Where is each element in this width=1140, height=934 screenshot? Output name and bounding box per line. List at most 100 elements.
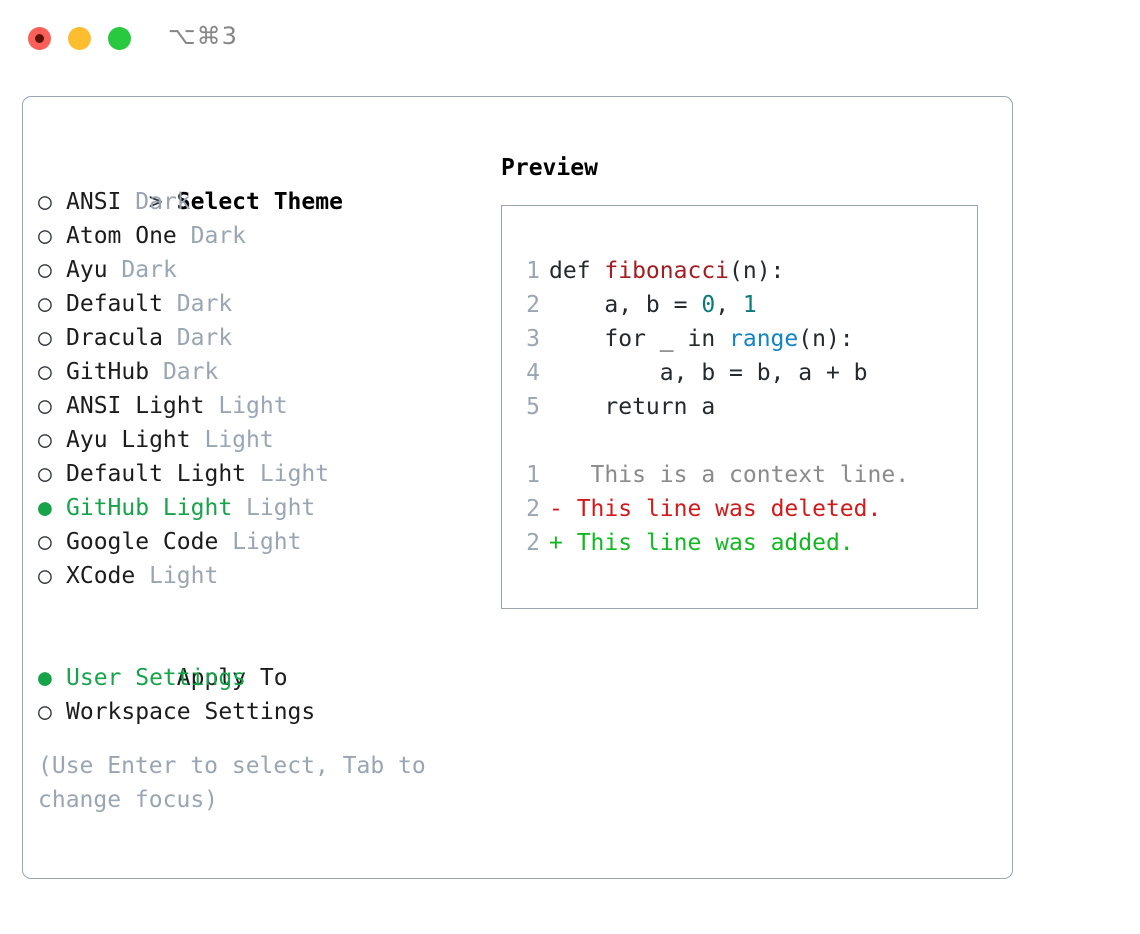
line-number: 2 [526,530,540,556]
code-blank-line [514,424,909,458]
theme-variant-tag: Dark [190,223,247,249]
theme-name-label: ANSI [66,189,122,215]
code-token: fibonacci [604,258,730,284]
code-token: 0 [701,292,716,318]
radio-unselected-icon: ○ [38,291,52,317]
theme-variant-tag: Dark [176,291,233,317]
theme-list: ○ ANSI Dark ○ Atom One Dark ○ Ayu Dark ○ Defaul… [38,185,478,593]
theme-variant-tag: Light [204,427,274,453]
apply-to-item[interactable]: ○Workspace Settings [38,695,478,729]
code-token: def [549,258,605,284]
diff-line: 2 + This line was added. [514,526,909,560]
diff-text: This line was deleted. [562,496,882,522]
theme-name-label: Default Light [66,461,247,487]
theme-list-item[interactable]: ○Ayu Light Light [38,423,478,457]
radio-unselected-icon: ○ [38,393,52,419]
line-number: 5 [526,394,540,420]
theme-list-item[interactable]: ○ GitHub Dark [38,355,478,389]
list-spacer [38,593,478,627]
line-number: 2 [526,496,540,522]
code-line: 3 for _ in range(n): [514,322,909,356]
radio-unselected-icon: ○ [38,563,52,589]
diff-line: 1 This is a context line. [514,458,909,492]
line-number: 2 [526,292,540,318]
theme-list-item[interactable]: ○Dracula Dark [38,321,478,355]
apply-to-heading: Apply To [38,627,478,691]
theme-variant-tag: Light [246,495,316,521]
radio-unselected-icon: ○ [38,257,52,283]
apply-to-item[interactable]: ● User Settings [38,661,478,695]
theme-name-label: Dracula [66,325,163,351]
apply-to-label: User Settings [66,665,247,691]
theme-variant-tag: Light [149,563,219,589]
diff-line: 2- This line was deleted. [514,492,909,526]
theme-name-label: XCode [66,563,136,589]
diff-marker: - [549,496,563,522]
select-theme-heading-label: Select Theme [176,189,343,215]
apply-to-heading-label: Apply To [176,665,288,691]
keyboard-hint-text: (Use Enter to select, Tab to change focu… [38,753,426,813]
theme-list-item[interactable]: ○ Default Dark [38,287,478,321]
theme-variant-tag: Light [259,461,330,487]
theme-name-label: GitHub Light [66,495,233,521]
radio-unselected-icon: ○ [38,189,52,215]
code-line: 5 return a [514,390,909,424]
diff-text: This line was added. [562,530,854,556]
theme-name-label: GitHub [66,359,150,385]
line-number: 1 [526,258,540,284]
minimize-button[interactable] [68,27,91,50]
theme-picker-panel: >Select Theme ○ANSI Dark○Atom One Dark○A… [22,96,1013,879]
code-token: (n): [798,326,854,352]
theme-list-item[interactable]: ○ Google Code Light [38,525,478,559]
theme-name-label: ANSI Light [66,393,205,419]
zoom-button[interactable] [108,27,131,50]
radio-unselected-icon: ○ [38,461,52,487]
theme-variant-tag: Light [232,529,302,555]
radio-selected-icon: ● [38,665,52,691]
theme-list-item[interactable]: ○ ANSI Light Light [38,389,478,423]
code-token: (n): [729,258,785,284]
line-number: 4 [526,360,540,386]
theme-list-item[interactable]: ○ Atom One Dark [38,219,478,253]
theme-name-label: Google Code [66,529,219,555]
theme-variant-tag: Dark [162,359,219,385]
line-number: 1 [526,462,540,488]
theme-name-label: Ayu [66,257,108,283]
theme-name-label: Ayu Light [66,427,191,453]
theme-name-label: Atom One [66,223,177,249]
code-line: 2 a, b = 0, 1 [514,288,909,322]
apply-to-list: ● User Settings ○Workspace Settings [38,661,478,729]
theme-list-item[interactable]: ● GitHub Light Light [38,491,478,525]
code-token: a, b = b, a + b [549,360,868,386]
theme-name-label: Default [66,291,163,317]
radio-unselected-icon: ○ [38,529,52,555]
code-token: 1 [742,292,757,318]
theme-list-item[interactable]: ○ANSI Dark [38,185,478,219]
radio-unselected-icon: ○ [38,699,52,725]
prompt-caret-icon: > [148,189,163,215]
diff-marker: + [549,530,563,556]
preview-heading: Preview [501,155,598,181]
code-token: return a [549,394,716,420]
close-button[interactable] [28,27,51,50]
theme-list-item[interactable]: ○ Ayu Dark [38,253,478,287]
theme-list-item[interactable]: ○ XCode Light [38,559,478,593]
radio-unselected-icon: ○ [38,359,52,385]
diff-marker [549,462,563,488]
code-line: 4 a, b = b, a + b [514,356,909,390]
select-theme-heading: > Select Theme [38,151,478,215]
theme-variant-tag: Light [218,393,288,419]
radio-unselected-icon: ○ [38,325,52,351]
theme-list-item[interactable]: ○ Default Light Light [38,457,478,491]
code-token: a, b = [549,292,702,318]
code-line: 1 def fibonacci(n): [514,254,909,288]
code-token: range [729,326,799,352]
radio-unselected-icon: ○ [38,223,52,249]
radio-selected-icon: ● [38,495,52,521]
theme-selection-column: >Select Theme ○ANSI Dark○Atom One Dark○A… [38,151,478,817]
theme-variant-tag: Dark [121,257,177,283]
